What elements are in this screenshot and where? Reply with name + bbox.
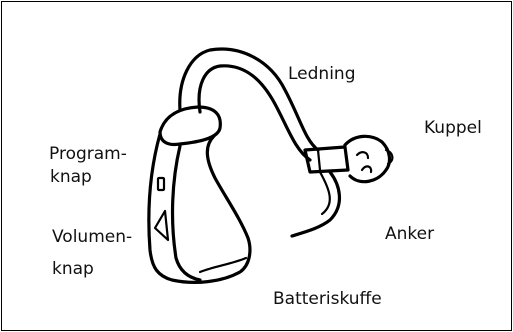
battery-drawer-edge bbox=[200, 258, 246, 272]
program-button bbox=[158, 178, 164, 190]
label-anker: Anker bbox=[385, 223, 434, 245]
dome bbox=[345, 136, 389, 181]
retention-anchor-inner bbox=[320, 172, 330, 214]
label-program-line1: Program- bbox=[49, 143, 127, 165]
volume-button bbox=[155, 211, 168, 240]
label-ledning: Ledning bbox=[288, 63, 356, 85]
label-program-line2: knap bbox=[50, 166, 92, 188]
aid-body bbox=[149, 134, 250, 282]
label-batteriskuffe: Batteriskuffe bbox=[273, 288, 382, 310]
label-kuppel: Kuppel bbox=[424, 117, 482, 139]
aid-inner-line bbox=[173, 146, 200, 280]
retention-anchor bbox=[292, 172, 339, 236]
label-volumen-line2: knap bbox=[52, 258, 94, 280]
receiver-joint bbox=[318, 150, 320, 170]
dome-vents bbox=[357, 152, 371, 172]
label-volumen-line1: Volumen- bbox=[52, 226, 132, 248]
